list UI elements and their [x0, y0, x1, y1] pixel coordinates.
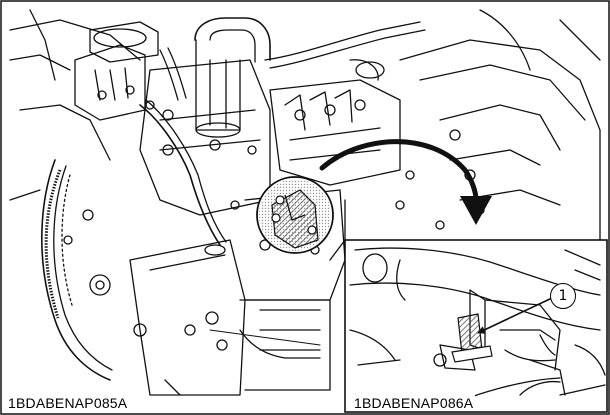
flywheel-ring-gear	[44, 169, 62, 319]
detail-magnifier-circle	[256, 176, 334, 254]
main-view-code-label: 1BDABENAP085A	[6, 395, 130, 411]
curved-arrow-icon	[319, 139, 492, 225]
callout-leader-line	[477, 297, 553, 334]
inset-view-code-label: 1BDABENAP086A	[352, 395, 476, 411]
inset-view	[344, 239, 608, 413]
callout-number-1: 1	[550, 283, 576, 309]
